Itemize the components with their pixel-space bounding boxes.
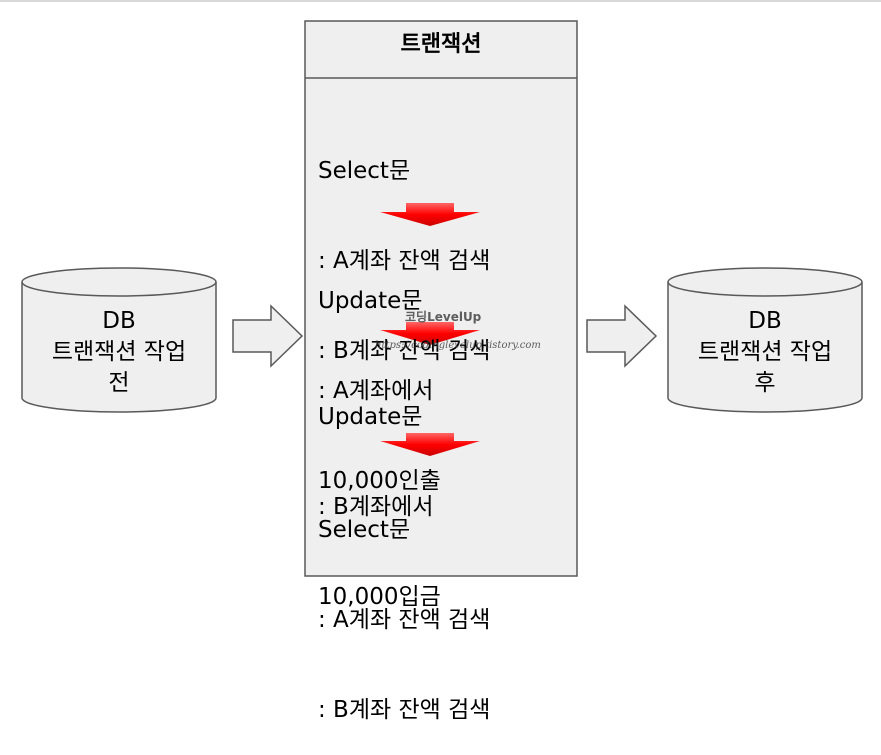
db-after-line3: 후 — [754, 370, 776, 396]
down-arrow-icon — [380, 322, 480, 345]
step-2-line3: 10,000인출 — [318, 468, 441, 494]
db-after-line2: 트랜잭션 작업 — [697, 339, 833, 365]
database-after-label: DB 트랜잭션 작업 후 — [668, 306, 862, 399]
db-before-line2: 트랜잭션 작업 — [51, 339, 187, 365]
right-arrow-icon — [586, 304, 658, 368]
top-divider — [0, 0, 881, 2]
step-1-line1: Select문 — [318, 158, 411, 184]
step-3-line2: : B계좌에서 — [318, 494, 434, 520]
db-after-line1: DB — [748, 308, 782, 334]
step-select-after: Select문 : A계좌 잔액 검색 : B계좌 잔액 검색 — [318, 455, 490, 755]
database-before-icon — [21, 267, 217, 413]
step-2-line1: Update문 — [318, 288, 423, 314]
database-after-icon — [667, 267, 863, 413]
watermark-url: https://codinglevelup.tistory.com — [375, 340, 541, 351]
step-2-line2: : A계좌에서 — [318, 378, 434, 404]
step-1-line3: : B계좌 잔액 검색 — [318, 338, 491, 364]
database-before-label: DB 트랜잭션 작업 전 — [22, 306, 216, 399]
db-before-line3: 전 — [108, 370, 130, 396]
transaction-title: 트랜잭션 — [400, 32, 482, 57]
db-before-line1: DB — [102, 308, 136, 334]
transaction-box — [304, 20, 578, 577]
transaction-diagram — [21, 20, 863, 577]
step-3-line1: Update문 — [318, 404, 423, 430]
step-update-withdraw: Update문 : A계좌에서 10,000인출 — [318, 226, 441, 526]
step-4-line1: Select문 — [318, 517, 411, 543]
down-arrow-icon — [380, 433, 480, 456]
watermark-brand: 코딩LevelUp — [405, 310, 482, 324]
right-arrow-icon — [232, 304, 304, 368]
step-4-line3: : B계좌 잔액 검색 — [318, 697, 491, 723]
down-arrow-icon — [380, 203, 480, 226]
step-select-before: Select문 : A계좌 잔액 검색 : B계좌 잔액 검색 — [318, 96, 490, 396]
step-4-line2: : A계좌 잔액 검색 — [318, 607, 491, 633]
step-1-line2: : A계좌 잔액 검색 — [318, 248, 491, 274]
